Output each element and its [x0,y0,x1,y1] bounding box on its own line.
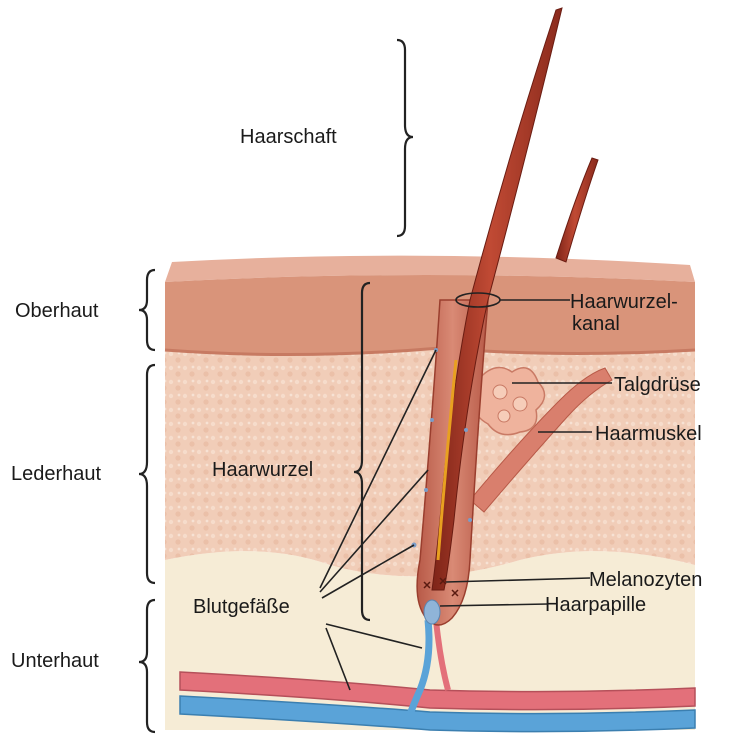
brace-epidermis [139,270,155,350]
label-hair-root: Haarwurzel [212,459,313,481]
hair-shaft-secondary [556,158,598,262]
hair-papilla-shape [424,600,440,624]
brace-hair-shaft [397,40,413,236]
label-hair-muscle: Haarmuskel [595,423,702,445]
label-follicle-canal-2: kanal [572,313,620,335]
label-melanocytes: Melanozyten [589,569,702,591]
label-follicle-canal-1: Haarwurzel- [570,291,678,313]
label-dermis: Lederhaut [11,463,102,485]
label-subcutis: Unterhaut [11,650,99,672]
label-blood-vessels: Blutgefäße [193,596,290,618]
label-hair-shaft: Haarschaft [240,126,337,148]
brace-dermis [139,365,155,583]
label-epidermis: Oberhaut [15,300,99,322]
label-hair-papilla: Haarpapille [545,594,646,616]
label-sebaceous-gland: Talgdrüse [614,374,701,396]
brace-subcutis [139,600,155,732]
